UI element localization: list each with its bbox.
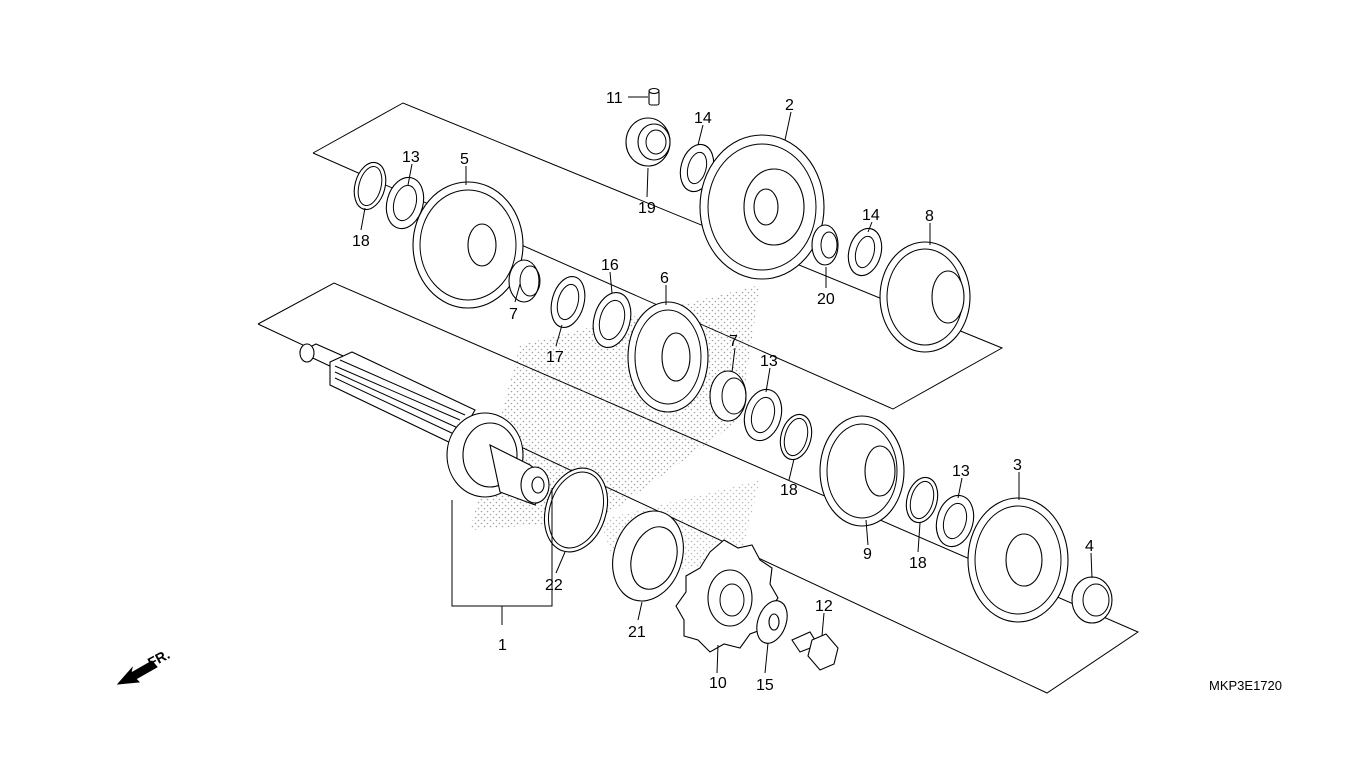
front-arrow-icon [116,660,158,685]
callout-15: 15 [756,677,774,694]
callout-labels: 1 2 3 4 5 6 7 7 8 9 10 11 12 13 13 13 14… [352,90,1094,694]
circlip-part-18-b[interactable] [776,411,817,463]
callout-11: 11 [606,90,623,107]
gear-part-5[interactable] [412,181,524,309]
washer-part-13-a[interactable] [381,173,429,233]
bushing-part-7-b[interactable] [709,370,747,422]
callout-21: 21 [628,624,646,641]
callout-18c: 18 [909,555,927,572]
callout-3: 3 [1013,457,1022,474]
callout-2: 2 [785,97,794,114]
gear-part-6[interactable] [627,301,709,413]
bearing-part-19[interactable] [625,117,671,167]
callout-16: 16 [601,257,619,274]
gear-part-2[interactable] [699,134,825,280]
callout-12: 12 [815,598,833,615]
gear-part-9[interactable] [819,415,905,527]
callout-7b: 7 [729,333,738,350]
callout-19: 19 [638,200,656,217]
lower-assembly-frame [257,282,1140,694]
bushing-part-7-a[interactable] [508,259,541,303]
washer-part-15[interactable] [751,597,792,648]
callout-13a: 13 [402,149,420,166]
callout-13b: 13 [760,353,778,370]
callout-4: 4 [1085,538,1094,555]
callout-7a: 7 [509,306,518,323]
callout-20: 20 [817,291,835,308]
lock-washer-part-16[interactable] [587,288,636,351]
bearing-part-20[interactable] [811,224,839,266]
circlip-part-18-a[interactable] [349,159,390,213]
circlip-part-18-c[interactable] [902,474,943,526]
callout-10: 10 [709,675,727,692]
bolt-part-12[interactable] [791,631,839,671]
callout-5: 5 [460,151,469,168]
sprocket-part-10[interactable] [675,539,779,653]
leader-lines [360,96,1093,674]
callout-14a: 14 [694,110,712,127]
o-ring-part-22[interactable] [534,460,618,560]
washer-part-13-b[interactable] [739,385,787,445]
mainshaft-part[interactable] [298,343,550,506]
callout-8: 8 [925,208,934,225]
callout-14b: 14 [862,207,880,224]
drawing-code: MKP3E1720 [1209,678,1282,693]
bushing-part-4[interactable] [1071,576,1113,624]
callout-13c: 13 [952,463,970,480]
callout-22: 22 [545,577,563,594]
front-direction-indicator: FR. [116,646,172,685]
callout-18b: 18 [780,482,798,499]
washer-part-13-c[interactable] [931,491,979,551]
callout-17: 17 [546,349,564,366]
callout-1: 1 [498,637,507,654]
callout-18a: 18 [352,233,370,250]
spline-washer-part-17[interactable] [546,273,590,332]
washer-part-14-b[interactable] [843,225,886,280]
gear-part-3[interactable] [967,497,1069,623]
callout-9: 9 [863,546,872,563]
pin-part-11[interactable] [648,87,660,106]
oil-seal-part-21[interactable] [601,502,694,611]
gear-part-8[interactable] [879,241,971,353]
callout-6: 6 [660,270,669,287]
